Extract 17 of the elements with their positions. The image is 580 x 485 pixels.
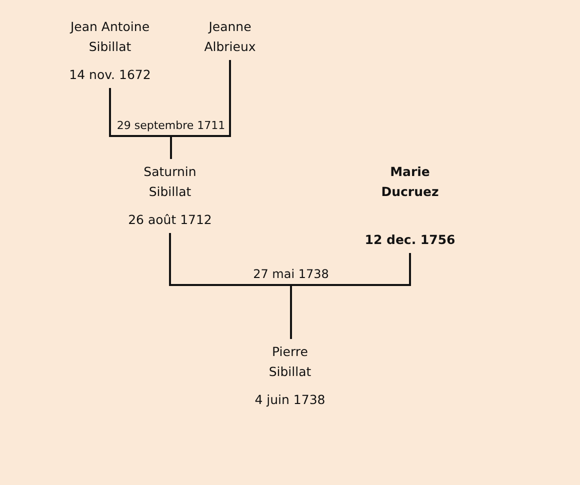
person-name: Jeanne Albrieux: [204, 17, 256, 57]
connector-line: [291, 253, 411, 286]
person-name: Marie Ducruez: [380, 163, 440, 201]
date-text: 4 juin 1738: [254, 391, 326, 409]
connector-line: [109, 88, 171, 137]
person-name: Jean Antoine Sibillat: [70, 18, 150, 56]
connector-line: [170, 136, 172, 159]
marriage-date: 29 septembre 1711: [116, 117, 226, 134]
person-name: Saturnin Sibillat: [143, 163, 197, 201]
person-name: Pierre Sibillat: [268, 343, 312, 381]
date-text: 26 août 1712: [128, 211, 212, 229]
date-text: 12 dec. 1756: [364, 231, 456, 249]
connector-line: [171, 60, 231, 137]
date-text: 14 nov. 1672: [68, 66, 152, 84]
connector-line: [290, 285, 292, 339]
connector-line: [169, 233, 291, 286]
marriage-date: 27 mai 1738: [252, 266, 330, 283]
